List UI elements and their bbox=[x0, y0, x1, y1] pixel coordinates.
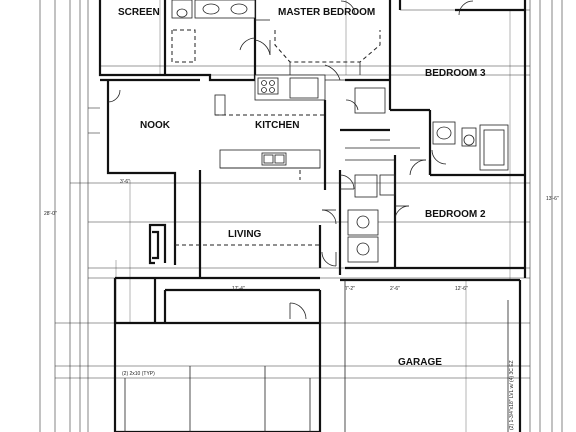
kitchen-fixtures bbox=[214, 74, 326, 180]
dim-label-6: 3'-6" bbox=[120, 179, 130, 185]
garage-structure bbox=[124, 280, 509, 432]
room-labels: SCREEN MASTER BEDROOM BEDROOM 3 NOOK KIT… bbox=[118, 7, 486, 368]
dim-label-5: 28'-0" bbox=[44, 211, 57, 217]
garage-beam-note: (2) 1-3/4"x18" LVL w/ (4) 3C EZ bbox=[509, 360, 515, 430]
room-label-garage: GARAGE bbox=[398, 357, 442, 368]
doors bbox=[107, 0, 474, 320]
bath2-fixtures bbox=[432, 121, 509, 171]
room-label-kitchen: KITCHEN bbox=[255, 120, 299, 131]
fireplace bbox=[152, 230, 320, 260]
master-closet bbox=[171, 29, 381, 75]
room-label-bedroom-3: BEDROOM 3 bbox=[425, 68, 486, 79]
dimension-labels: 17'-4" 7'-2" 2'-6" 12'-6" 28'-0" 3'-6" 1… bbox=[44, 179, 559, 292]
pantry bbox=[324, 64, 386, 114]
room-label-screen: SCREEN bbox=[118, 7, 160, 18]
room-label-living: LIVING bbox=[228, 229, 262, 240]
dim-label-4: 12'-6" bbox=[455, 286, 468, 292]
room-label-bedroom-2: BEDROOM 2 bbox=[425, 209, 486, 220]
dim-label-1: 17'-4" bbox=[232, 286, 245, 292]
master-bath-fixtures bbox=[171, 0, 271, 56]
laundry-fixtures bbox=[345, 139, 420, 263]
dim-label-2: 7'-2" bbox=[345, 286, 355, 292]
dim-label-3: 2'-6" bbox=[390, 286, 400, 292]
header-note: (2) 2x10 (TYP) bbox=[122, 371, 155, 377]
dim-label-7: 13'-6" bbox=[546, 196, 559, 202]
room-label-nook: NOOK bbox=[140, 120, 171, 131]
room-label-master-bedroom: MASTER BEDROOM bbox=[278, 7, 375, 18]
exterior-walls bbox=[98, 0, 527, 432]
